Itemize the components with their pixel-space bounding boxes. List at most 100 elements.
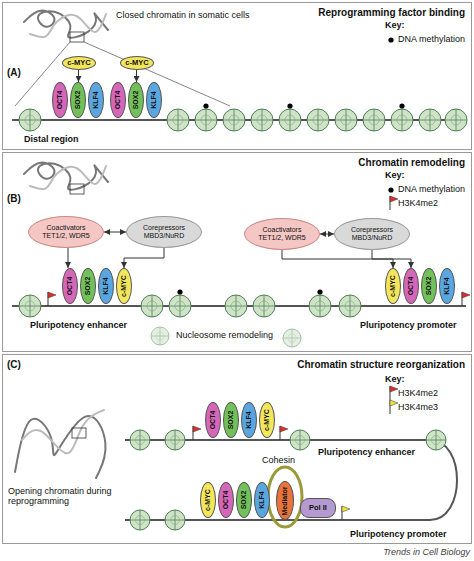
cofactor-oval: Coactivators TET1/2, WDR5	[28, 216, 104, 248]
factor-oval: c-MYC	[120, 56, 154, 70]
chromatin-fiber	[30, 166, 106, 189]
nucleosome	[339, 295, 361, 317]
panel-title: Chromatin structure reorganization	[297, 359, 465, 371]
zoom-box	[72, 428, 86, 438]
factor-name: Pol II	[309, 504, 327, 513]
factor-name: SOX2	[132, 91, 140, 110]
factor-oval: KLF4	[98, 268, 114, 304]
legend-text: DNA methylation	[398, 34, 465, 44]
annotation-label: Pluripotency enhancer	[30, 320, 127, 330]
factor-name: KLF4	[150, 91, 158, 109]
factor-name: SOX2	[240, 491, 248, 510]
nucleosome	[223, 109, 245, 131]
nucleosome	[419, 109, 441, 131]
annotation-label: Key:	[385, 170, 405, 180]
cofactor-oval: Coactivators TET1/2, WDR5	[244, 218, 320, 250]
mediator-complex: Mediator	[276, 481, 294, 520]
factor-name: OCT4	[222, 491, 230, 510]
recruitment-arrow	[68, 248, 69, 268]
journal-credit: Trends in Cell Biology	[383, 547, 470, 557]
nucleosome	[151, 327, 169, 345]
factor-name: SOX2	[227, 411, 235, 430]
annotation-label: Nucleosome remodeling	[176, 330, 273, 340]
factor-oval: c-MYC	[62, 56, 96, 70]
factor-oval: SOX2	[223, 402, 239, 438]
histone-flag	[390, 196, 398, 210]
nucleosome	[169, 295, 191, 317]
factor-oval: c-MYC	[200, 482, 216, 518]
nucleosome	[165, 510, 185, 530]
zoom-box	[70, 32, 84, 42]
histone-flag	[342, 506, 350, 520]
factor-oval: OCT4	[205, 402, 221, 438]
legend-text: H3K4me2	[398, 198, 438, 208]
factor-name: KLF4	[443, 277, 451, 295]
annotation-label: Key:	[385, 20, 405, 30]
chromatin-fiber	[24, 163, 108, 190]
annotation-label: Pluripotency promoter	[350, 529, 447, 539]
nucleosome	[290, 430, 310, 450]
recruitment-arrow	[78, 70, 79, 82]
recruitment-arrow	[136, 70, 137, 82]
factor-oval: c-MYC	[259, 402, 275, 438]
factor-oval: SOX2	[236, 482, 252, 518]
factor-name: Corepressors MBD3/NuRD	[134, 224, 194, 239]
methylation-dot	[177, 289, 182, 294]
cofactor-oval: Corepressors MBD3/NuRD	[126, 216, 202, 248]
histone-flag	[48, 292, 56, 306]
panel-letter: (A)	[7, 67, 21, 79]
factor-name: c-MYC	[125, 59, 148, 68]
panel-letter: (B)	[7, 193, 21, 205]
nucleosome	[165, 430, 185, 450]
factor-name: Coactivators TET1/2, WDR5	[36, 224, 96, 239]
nucleosome	[167, 109, 189, 131]
factor-name: Mediator	[281, 486, 289, 515]
dna-strand	[125, 440, 457, 520]
nucleosome	[363, 109, 385, 131]
annotation-label: Pluripotency promoter	[360, 320, 457, 330]
factor-name: KLF4	[102, 277, 110, 295]
factor-name: KLF4	[245, 411, 253, 429]
panel-title: Chromatin remodeling	[358, 157, 465, 169]
panel-letter: (C)	[7, 359, 21, 371]
nucleosome	[130, 510, 150, 530]
nucleosome	[253, 295, 275, 317]
histone-flag	[193, 426, 201, 440]
annotation-label: Distal region	[24, 134, 79, 144]
legend-text: H3K4me3	[398, 402, 438, 412]
recruitment-arrow	[124, 248, 164, 268]
cofactor-oval: Corepressors MBD3/NuRD	[334, 218, 410, 250]
factor-name: OCT4	[56, 91, 64, 110]
factor-name: KLF4	[92, 91, 100, 109]
polymerase-blob: Pol II	[300, 498, 336, 518]
nucleosome	[195, 109, 217, 131]
factor-oval: KLF4	[88, 82, 104, 118]
nucleosome	[307, 109, 329, 131]
factor-oval: OCT4	[403, 268, 419, 304]
factor-oval: KLF4	[439, 268, 455, 304]
nucleosome	[279, 109, 301, 131]
factor-oval: SOX2	[80, 268, 96, 304]
factor-oval: SOX2	[70, 82, 86, 118]
nucleosome	[391, 109, 413, 131]
recruitment-arrow	[372, 250, 411, 268]
nucleosome	[335, 109, 357, 131]
histone-flag	[390, 400, 398, 414]
factor-oval: KLF4	[254, 482, 270, 518]
factor-oval: KLF4	[146, 82, 162, 118]
chromatin-fiber	[24, 11, 108, 38]
factor-name: OCT4	[209, 411, 217, 430]
factor-name: SOX2	[74, 91, 82, 110]
factor-oval: OCT4	[110, 82, 126, 118]
chromatin-fiber	[15, 416, 106, 478]
methylation-dot	[399, 103, 404, 108]
legend-text: DNA methylation	[398, 184, 465, 194]
recruitment-arrow	[104, 232, 126, 233]
factor-name: c-MYC	[389, 275, 397, 297]
factor-oval: OCT4	[62, 268, 78, 304]
factor-oval: SOX2	[421, 268, 437, 304]
factor-name: Coactivators TET1/2, WDR5	[252, 226, 312, 241]
nucleosome	[445, 109, 467, 131]
factor-name: c-MYC	[204, 489, 212, 511]
